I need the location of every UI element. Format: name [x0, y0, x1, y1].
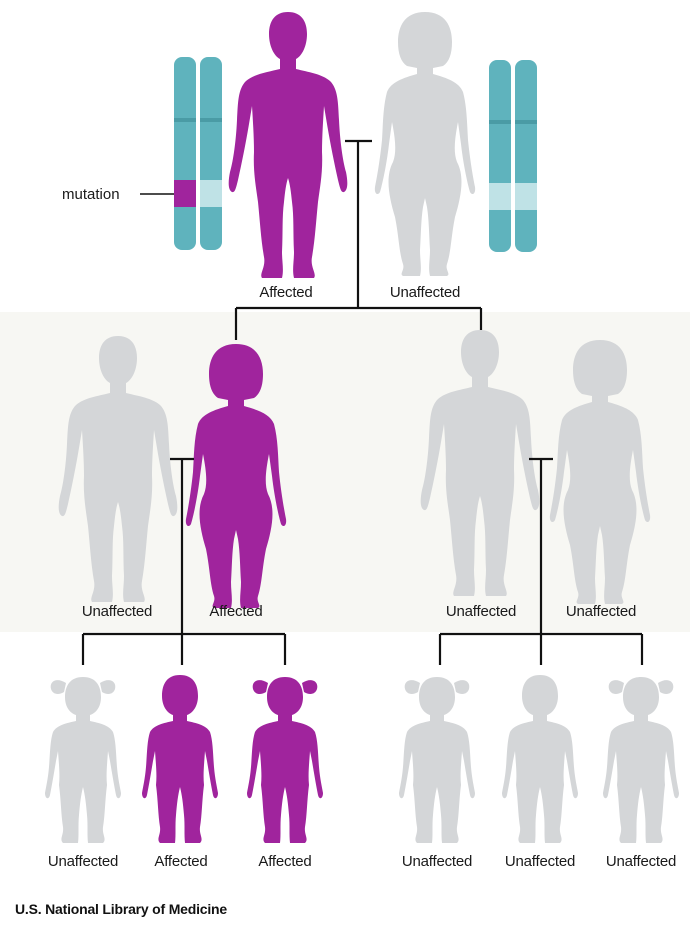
gen3-child-status-label: Unaffected: [48, 853, 118, 870]
unaffected-grandchild-figure: [603, 677, 679, 843]
mutation-label: mutation: [62, 186, 120, 203]
mother-status-label: Unaffected: [390, 284, 460, 301]
centromere: [489, 120, 511, 124]
gen3-child-status-label: Affected: [258, 853, 311, 870]
gen2-husband2-status-label: Unaffected: [446, 603, 516, 620]
gen2-wife1-status-label: Affected: [209, 603, 262, 620]
father-chromosome-pair: [174, 57, 222, 250]
unaffected-son-in-law-figure: [59, 336, 178, 602]
chromosome: [174, 57, 196, 250]
centromere: [174, 118, 196, 122]
gen3-child-status-label: Affected: [154, 853, 207, 870]
father-status-label: Affected: [259, 284, 312, 301]
unaffected-grandchild-figure: [399, 677, 475, 843]
mutation-band: [174, 180, 196, 207]
unaffected-grandchild-figure: [502, 675, 578, 843]
centromere: [515, 120, 537, 124]
gen3-child-status-label: Unaffected: [402, 853, 472, 870]
affected-grandchild-figure: [142, 675, 218, 843]
normal-band: [200, 180, 222, 207]
gen2-wife2-status-label: Unaffected: [566, 603, 636, 620]
normal-band: [515, 183, 537, 210]
centromere: [200, 118, 222, 122]
chromosome: [200, 57, 222, 250]
gen2-husband1-status-label: Unaffected: [82, 603, 152, 620]
source-credit: U.S. National Library of Medicine: [15, 901, 227, 917]
affected-grandchild-figure: [247, 677, 323, 843]
unaffected-daughter-in-law-figure: [550, 340, 650, 604]
gen3-child-status-label: Unaffected: [505, 853, 575, 870]
unaffected-mother-figure: [375, 12, 475, 276]
unaffected-son-figure: [421, 330, 540, 596]
mother-chromosome-pair: [489, 60, 537, 252]
affected-father-figure: [229, 12, 348, 278]
chromosome: [515, 60, 537, 252]
gen3-child-status-label: Unaffected: [606, 853, 676, 870]
chromosome: [489, 60, 511, 252]
normal-band: [489, 183, 511, 210]
affected-daughter-figure: [186, 344, 286, 608]
unaffected-grandchild-figure: [45, 677, 121, 843]
